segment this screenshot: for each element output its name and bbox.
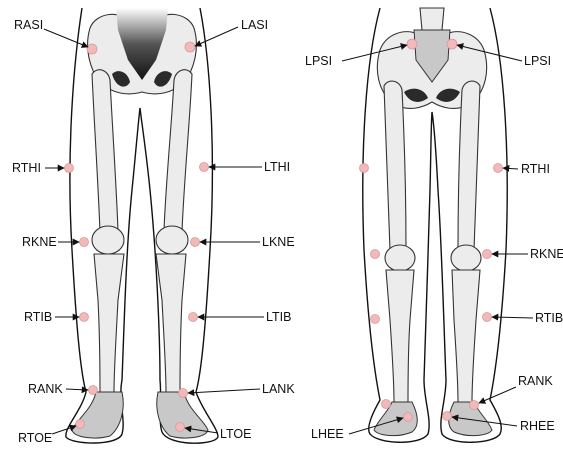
front-right-knee xyxy=(92,226,124,254)
label-rasi: RASI xyxy=(14,18,43,32)
marker-ltoe xyxy=(176,423,185,432)
marker-lhee xyxy=(404,413,413,422)
leader-lank xyxy=(188,389,260,393)
marker-back-lank xyxy=(382,400,391,409)
front-right-tibia xyxy=(94,254,124,392)
back-spine xyxy=(420,8,444,30)
back-left-tibia xyxy=(386,270,414,402)
label-ltoe: LTOE xyxy=(220,427,252,441)
back-right-tibia xyxy=(452,270,480,402)
leader-back-rtib xyxy=(492,317,533,318)
marker-lkne xyxy=(191,238,200,247)
leader-back-rthi xyxy=(503,168,518,169)
label-rtoe: RTOE xyxy=(18,431,52,445)
label-rhee: RHEE xyxy=(520,419,555,433)
label-rtib: RTIB xyxy=(24,310,52,324)
leader-rasi xyxy=(44,29,88,47)
marker-back-rkne xyxy=(483,250,492,259)
label-lpsi: LPSI xyxy=(305,54,332,68)
label-rthi: RTHI xyxy=(12,161,41,175)
front-left-femur xyxy=(164,70,192,232)
label-back-rkne: RKNE xyxy=(530,247,563,261)
label-lasi: LASI xyxy=(241,18,268,32)
marker-rpsi xyxy=(447,39,457,49)
marker-lpsi xyxy=(407,39,417,49)
marker-back-rthi xyxy=(494,164,503,173)
marker-rtoe xyxy=(76,420,85,429)
front-right-foot xyxy=(72,392,123,438)
marker-back-lkne xyxy=(371,250,380,259)
marker-lank xyxy=(179,389,188,398)
marker-rasi xyxy=(87,44,97,54)
back-left-femur xyxy=(384,81,406,250)
back-left-knee xyxy=(385,245,415,271)
label-back-rank: RANK xyxy=(518,374,553,388)
front-right-femur xyxy=(92,70,118,232)
marker-back-rank xyxy=(470,401,479,410)
label-lkne: LKNE xyxy=(262,235,295,249)
back-right-femur xyxy=(458,81,480,250)
label-rank: RANK xyxy=(28,382,63,396)
label-back-rtib: RTIB xyxy=(535,311,563,325)
marker-back-rtib xyxy=(483,313,492,322)
marker-lasi xyxy=(185,42,195,52)
label-ltib: LTIB xyxy=(266,310,291,324)
back-view: LPSI LPSI RTHI RKNE RTIB RANK LHEE RHEE xyxy=(305,8,563,442)
leader-back-rank xyxy=(479,387,516,403)
front-left-knee xyxy=(156,226,188,254)
back-right-knee xyxy=(451,245,481,271)
label-lank: LANK xyxy=(262,382,295,396)
marker-rtib xyxy=(80,313,89,322)
label-rpsi: LPSI xyxy=(524,54,551,68)
marker-lthi xyxy=(200,163,209,172)
front-view: RASI LASI RTHI LTHI RKNE LKNE RTIB LTIB … xyxy=(12,8,295,445)
marker-rhee xyxy=(443,412,452,421)
marker-rank xyxy=(89,386,98,395)
marker-rthi xyxy=(65,164,74,173)
marker-rkne xyxy=(80,238,89,247)
marker-back-ltib xyxy=(371,315,380,324)
label-lthi: LTHI xyxy=(264,160,290,174)
leader-lasi xyxy=(195,27,238,46)
label-lhee: LHEE xyxy=(311,427,344,441)
label-back-rthi: RTHI xyxy=(521,162,550,176)
marker-back-lthi xyxy=(360,164,369,173)
marker-ltib xyxy=(189,313,198,322)
label-rkne: RKNE xyxy=(22,235,57,249)
